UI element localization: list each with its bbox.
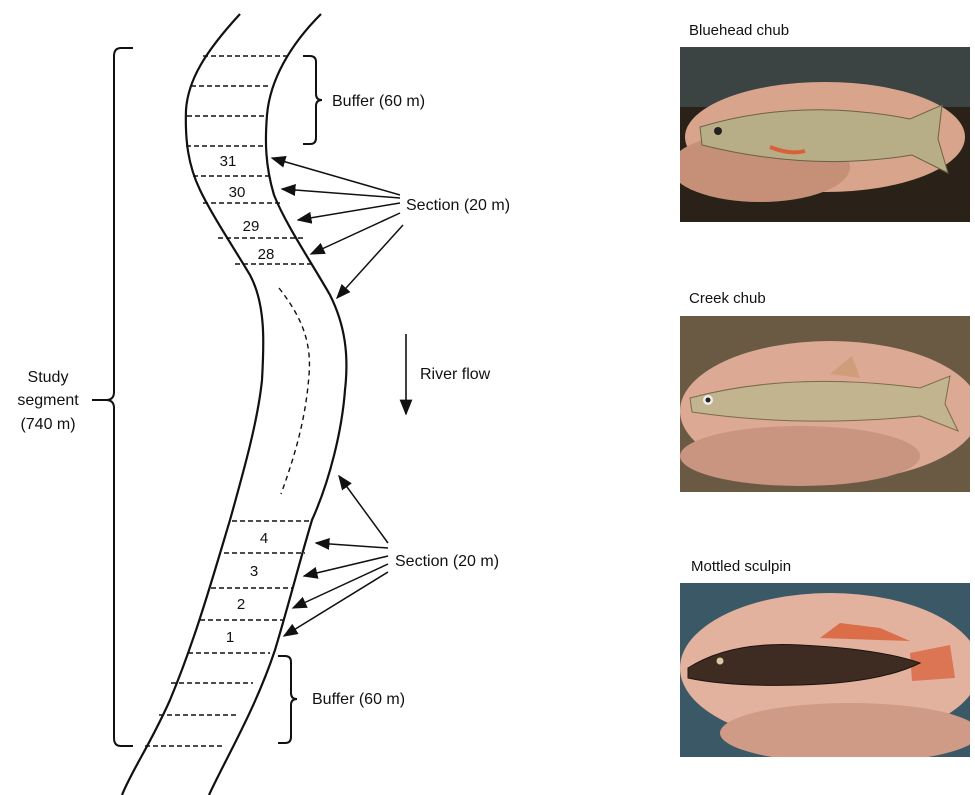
- study-segment-brace: [106, 48, 133, 746]
- buffer-top-brace: [303, 56, 322, 144]
- river-right-bank: [209, 14, 346, 795]
- buffer-top-label: Buffer (60 m): [332, 93, 425, 110]
- buffer-bottom-label: Buffer (60 m): [312, 691, 405, 708]
- buffer-bottom-brace: [278, 656, 297, 743]
- thalweg-line: [279, 288, 309, 494]
- section-number-4: 4: [260, 530, 268, 547]
- study-segment-label-line3: (740 m): [20, 416, 75, 433]
- bluehead-chub-photo: [680, 47, 970, 222]
- study-segment-label-line1: Study: [28, 369, 69, 386]
- river-left-bank: [122, 14, 263, 795]
- river-flow-label: River flow: [420, 366, 491, 383]
- section-number-28: 28: [258, 246, 275, 263]
- section-number-31: 31: [220, 153, 237, 170]
- section-number-29: 29: [243, 218, 260, 235]
- section-number-3: 3: [250, 563, 258, 580]
- section-label-lower: Section (20 m): [395, 553, 499, 570]
- section-number-1: 1: [226, 629, 234, 646]
- mottled-sculpin-photo: [680, 583, 970, 757]
- section-number-30: 30: [229, 184, 246, 201]
- study-segment-label-line2: segment: [17, 392, 79, 409]
- species-caption-bluehead-chub: Bluehead chub: [689, 22, 789, 39]
- lower-section-arrows: [284, 476, 388, 636]
- species-caption-creek-chub: Creek chub: [689, 290, 766, 307]
- creek-chub-photo: [680, 316, 970, 492]
- section-number-2: 2: [237, 596, 245, 613]
- study-segment-diagram: 31 30 29 28 4 3 2 1 Study segment (740 m…: [0, 0, 660, 795]
- section-label-upper: Section (20 m): [406, 197, 510, 214]
- species-caption-mottled-sculpin: Mottled sculpin: [691, 558, 791, 575]
